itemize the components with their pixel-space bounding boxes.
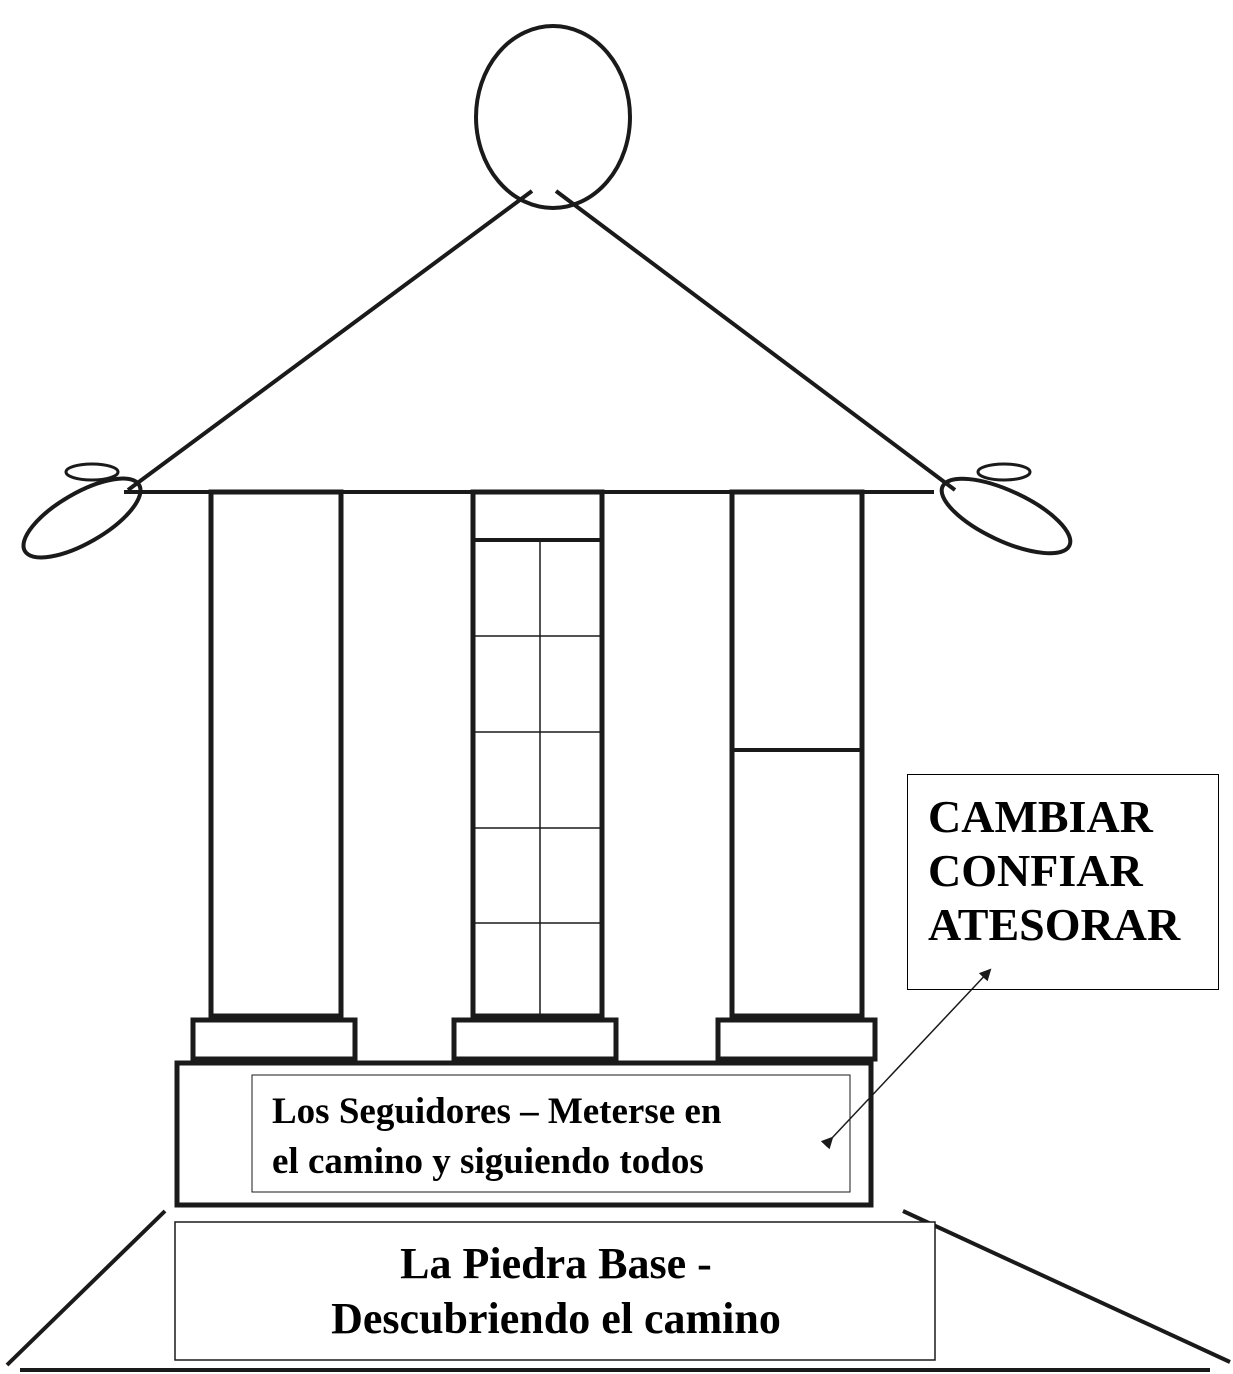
head-oval — [474, 24, 632, 210]
foundation-line-1: La Piedra Base - — [400, 1239, 712, 1288]
left-hand-oval — [21, 476, 143, 560]
verbs-text: CAMBIAR CONFIAR ATESORAR — [928, 790, 1180, 952]
left-column — [208, 489, 344, 1019]
foundation-text: La Piedra Base - Descubriendo el camino — [176, 1236, 936, 1346]
right-hand-oval — [939, 476, 1073, 556]
followers-text: Los Seguidores – Meterse en el camino y … — [272, 1087, 721, 1187]
verb-trust: CONFIAR — [928, 845, 1143, 896]
roof-left-line — [126, 189, 534, 492]
verb-treasure: ATESORAR — [928, 899, 1181, 950]
roof-right-line — [554, 189, 957, 492]
middle-column-base — [451, 1017, 619, 1062]
ground-right-slope — [902, 1209, 1231, 1364]
foundation-box — [174, 1221, 936, 1361]
left-thumb-oval — [64, 462, 120, 482]
foundation-line-2: Descubriendo el camino — [331, 1294, 781, 1343]
ground-left-slope — [5, 1209, 167, 1367]
connector-arrow — [820, 968, 992, 1150]
right-column-base — [715, 1017, 878, 1062]
left-column-base — [190, 1017, 358, 1062]
followers-line-1: Los Seguidores – Meterse en — [272, 1091, 722, 1132]
followers-line-2: el camino y siguiendo todos — [272, 1141, 704, 1182]
right-thumb-oval — [976, 462, 1032, 482]
middle-column — [470, 489, 605, 1019]
verb-change: CAMBIAR — [928, 791, 1153, 842]
right-column — [729, 489, 865, 1019]
verbs-box — [907, 774, 1219, 990]
